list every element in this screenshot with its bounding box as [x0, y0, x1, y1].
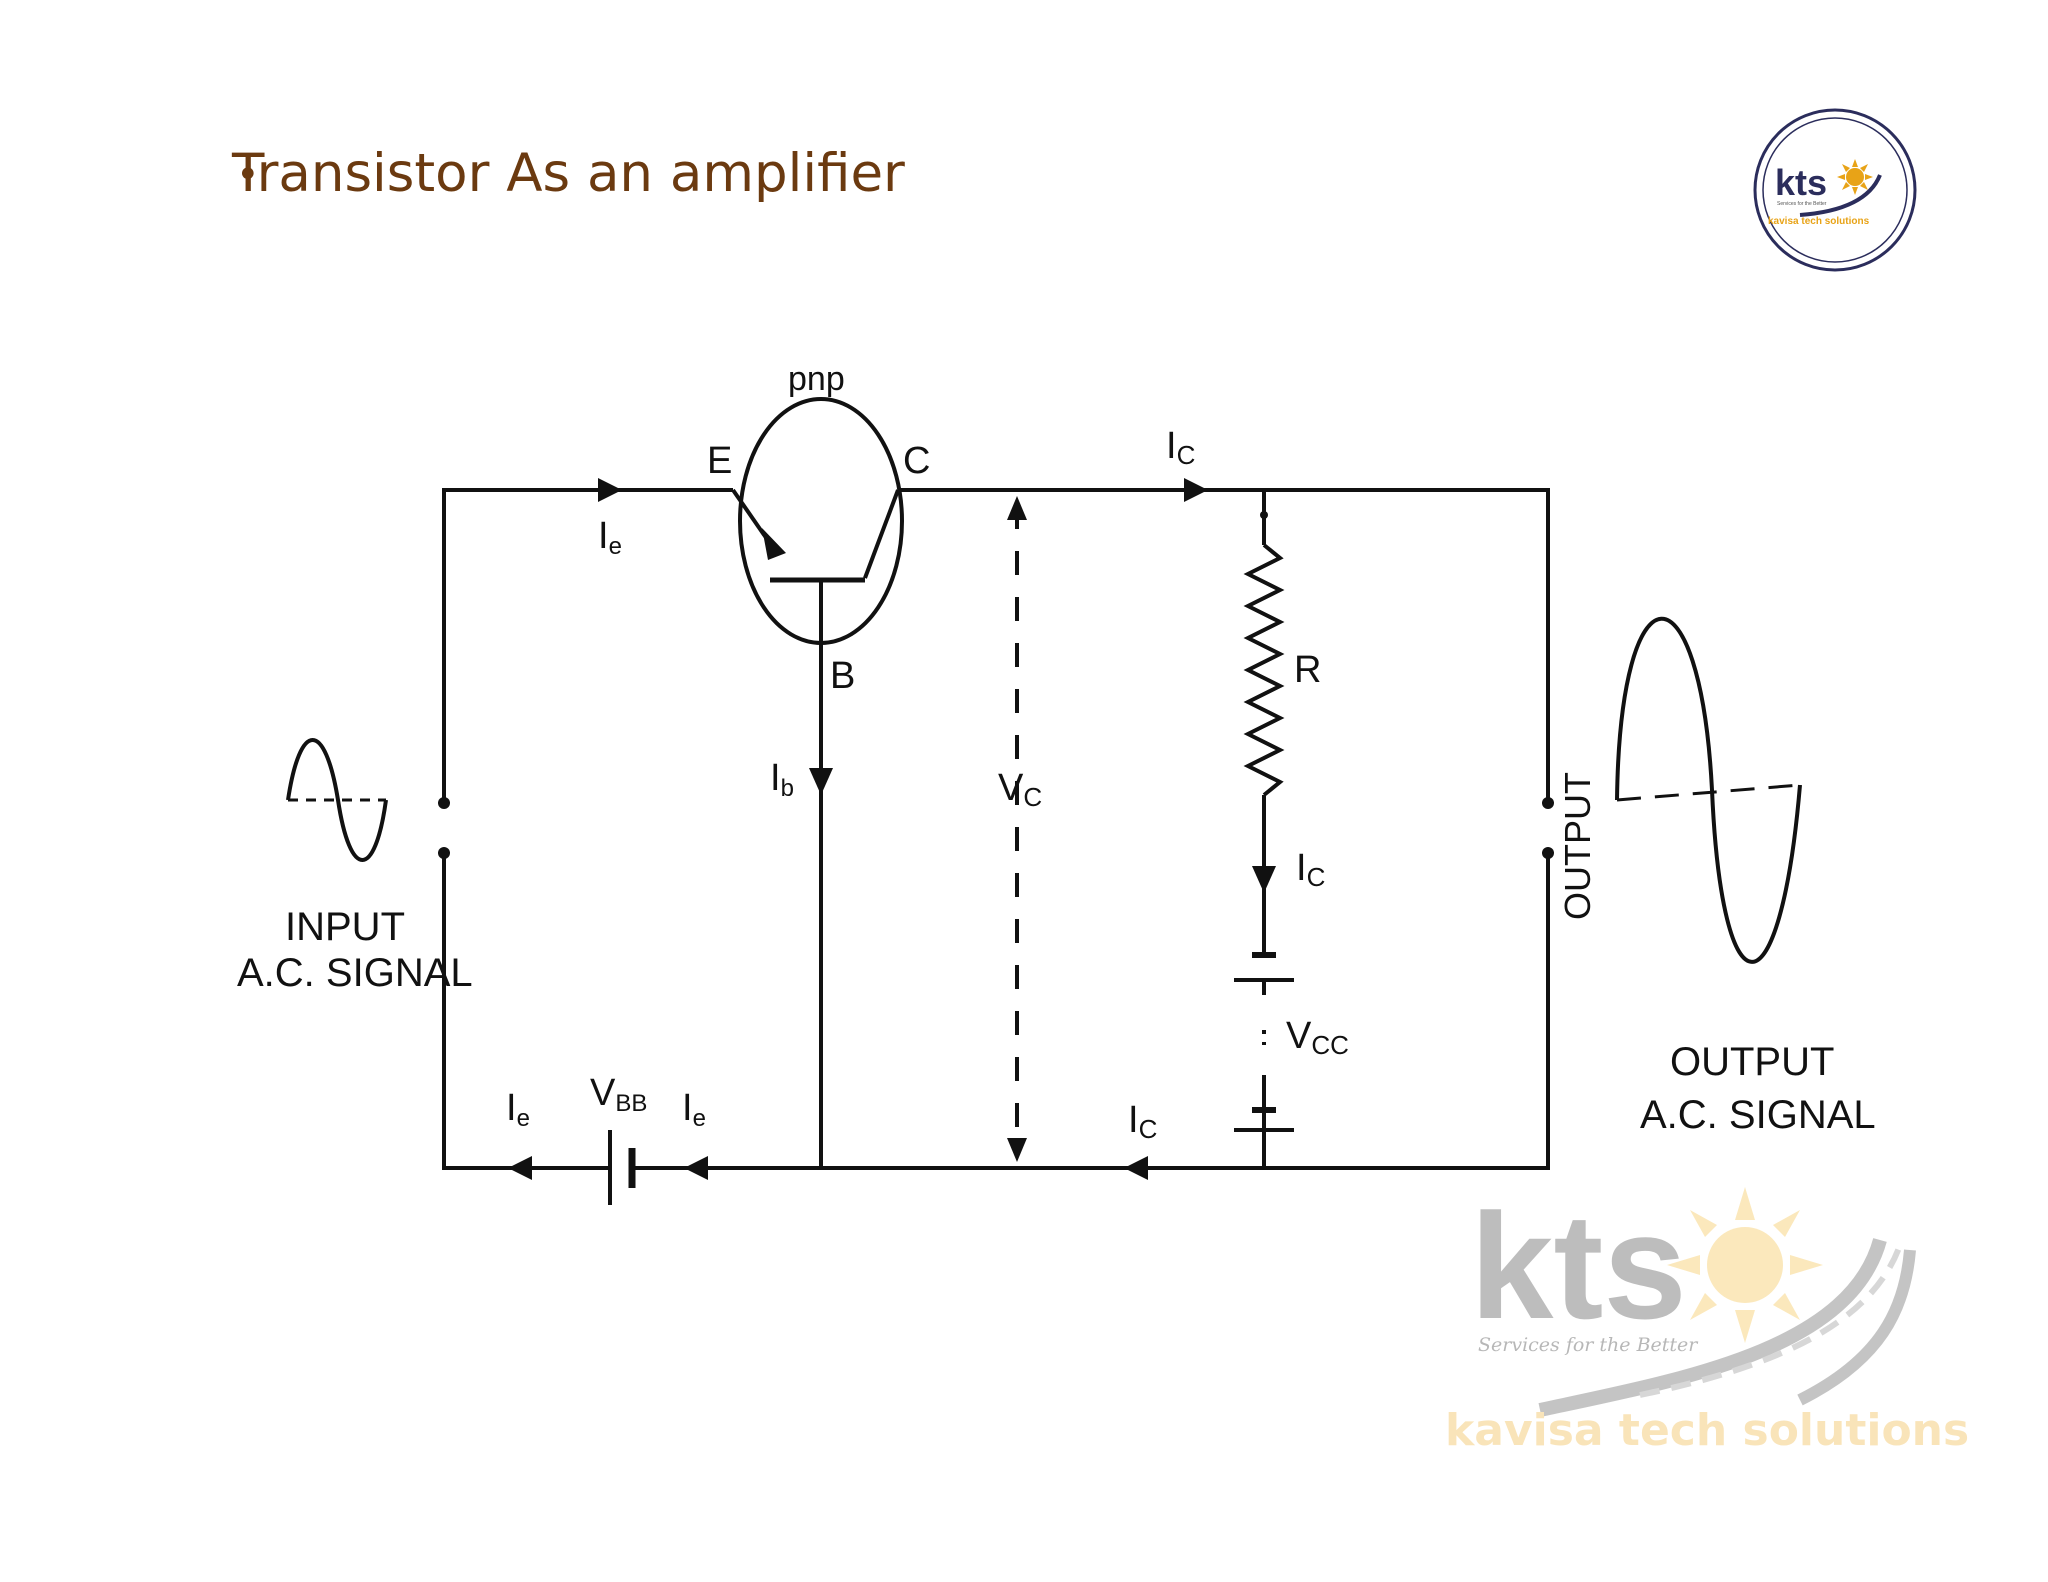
- transistor-circle: [738, 397, 904, 645]
- kts-logo-small: kts Services for the Better kavisa tech …: [1753, 108, 1917, 272]
- circuit-labels: pnp E C B Ie Ib VC IC R IC VCC IC Ie VBB…: [237, 360, 1876, 1144]
- logo-small-name: kavisa tech solutions: [1768, 216, 1870, 227]
- label-resistor: R: [1294, 649, 1321, 691]
- label-input-line1: INPUT: [285, 905, 405, 949]
- ic-arrow-bottom: [1124, 1156, 1148, 1180]
- ie-arrow-top: [598, 478, 622, 502]
- label-ib: Ib: [770, 757, 794, 802]
- label-output-line2: A.C. SIGNAL: [1640, 1093, 1876, 1137]
- wire-collector: [863, 489, 900, 579]
- vc-arrow-down: [1007, 1138, 1027, 1162]
- watermark-mark: kts: [1470, 1182, 1687, 1350]
- kts-watermark-logo: kts Services for the Better kavisa tech …: [1445, 1182, 1969, 1456]
- label-ic-top: IC: [1166, 425, 1195, 470]
- label-ie-right: Ie: [682, 1087, 706, 1132]
- watermark-name: kavisa tech solutions: [1445, 1405, 1969, 1456]
- watermark-tagline: Services for the Better: [1478, 1334, 1699, 1356]
- watermark-sun-icon: [1667, 1187, 1823, 1343]
- logo-small-mark: kts: [1775, 162, 1827, 203]
- label-output-line1: OUTPUT: [1670, 1040, 1834, 1084]
- wire-input-top: [442, 488, 733, 800]
- ic-arrow-mid: [1252, 866, 1276, 893]
- logo-small-sun-icon: [1837, 159, 1873, 195]
- wire-top-right: [898, 488, 1550, 800]
- ic-arrow-top: [1184, 478, 1208, 502]
- label-base: B: [830, 655, 855, 697]
- vc-dashed-line: [1007, 496, 1027, 1162]
- output-terminal-bottom: [1542, 847, 1554, 859]
- ib-arrow: [809, 768, 833, 795]
- vcc-battery-symbol: [1234, 952, 1294, 1168]
- r-junction: [1260, 511, 1268, 519]
- logo-small-tagline: Services for the Better: [1777, 201, 1827, 207]
- terminals: [438, 511, 1554, 859]
- resistor-zigzag: [1243, 543, 1285, 797]
- circuit-wires: [442, 488, 1550, 1170]
- input-terminal-bottom: [438, 847, 450, 859]
- label-collector: C: [903, 440, 930, 482]
- label-vbb: VBB: [590, 1072, 647, 1117]
- label-emitter: E: [707, 440, 732, 482]
- vc-arrow-up: [1007, 496, 1027, 520]
- label-vc: VC: [998, 767, 1042, 812]
- title-bullet: •: [236, 152, 260, 198]
- label-vcc: VCC: [1286, 1015, 1349, 1060]
- ie-arrow-left: [508, 1156, 532, 1180]
- output-terminal-top: [1542, 797, 1554, 809]
- emitter-arrow: [762, 528, 786, 560]
- label-ie-top: Ie: [598, 515, 622, 560]
- label-output-vertical: OUTPUT: [1557, 772, 1598, 920]
- label-pnp: pnp: [788, 360, 845, 398]
- label-ie-left: Ie: [506, 1087, 530, 1132]
- input-terminal-top: [438, 797, 450, 809]
- ie-arrow-right: [684, 1156, 708, 1180]
- label-ic-mid: IC: [1296, 847, 1325, 892]
- label-ic-bottom: IC: [1128, 1099, 1157, 1144]
- wire-bottom-left: [442, 855, 610, 1170]
- output-sine-wave: [1615, 616, 1802, 964]
- input-sine-wave: [286, 738, 388, 862]
- wire-bottom-right: [632, 855, 1550, 1170]
- label-input-line2: A.C. SIGNAL: [237, 951, 473, 995]
- pnp-transistor-symbol: [738, 397, 904, 645]
- slide-title: Transistor As an amplifier: [232, 143, 905, 204]
- vbb-battery-symbol: [608, 1130, 636, 1205]
